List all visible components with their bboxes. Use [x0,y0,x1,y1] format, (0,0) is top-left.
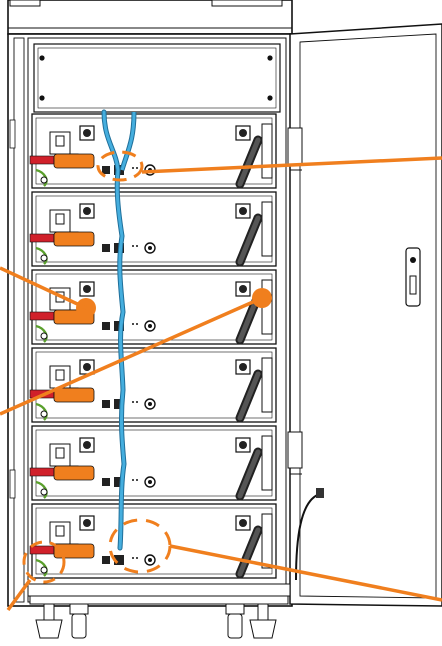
callout-comm-port-bottom-module [108,518,442,602]
battery-module [29,503,277,579]
power-connector-icon [79,515,95,531]
battery-module [29,269,277,345]
power-connector-icon [235,437,251,453]
power-connector-icon [79,437,95,453]
comm-port-icon [102,554,156,566]
battery-module [29,191,277,267]
battery-module [29,113,277,189]
cabinet-roof [7,0,293,35]
callout-comm-port-top-module [96,150,442,182]
cabinet-base [27,583,291,605]
battery-module-stack [29,113,277,579]
callout-power-terminal-left [0,266,96,318]
power-connector-icon [235,125,251,141]
callout-ground-terminal-bottom [6,540,66,612]
power-connector-icon [79,203,95,219]
power-connector-icon [235,359,251,375]
power-connector-icon [235,281,251,297]
comm-port-icon [102,476,156,488]
power-connector-icon [79,359,95,375]
door-handle-icon [405,247,421,307]
power-connector-icon [79,281,95,297]
comm-port-icon [102,398,156,410]
battery-module [29,425,277,501]
power-connector-icon [235,203,251,219]
power-connector-icon [79,125,95,141]
callout-layer [0,150,442,612]
top-cover-plate [33,43,281,113]
battery-module [29,347,277,423]
cabinet-door [287,23,442,607]
power-connector-icon [235,515,251,531]
callout-power-terminal-right [0,288,272,416]
caster-wheel-icon [35,603,277,639]
communication-cable [101,109,137,551]
